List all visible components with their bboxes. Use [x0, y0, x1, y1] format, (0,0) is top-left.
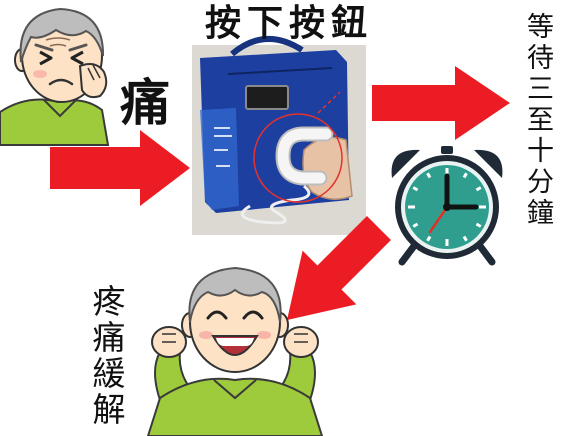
happy-man-left-eye [206, 310, 228, 320]
clock-ticks [408, 168, 486, 246]
pain-man-collar [43, 99, 77, 118]
arrow-down-left-to-relief [287, 216, 391, 320]
pain-man-mouth [48, 78, 74, 86]
device-cable [240, 184, 311, 225]
pain-man-left-eye [39, 50, 53, 66]
bag-zipper [227, 67, 333, 75]
pain-man-left-brow [34, 43, 54, 52]
pain-man-cheek [33, 70, 47, 78]
step-title-press-button: 按下按鈕 [205, 3, 374, 44]
bag-side-panel [200, 108, 239, 210]
pain-man-shirt [0, 98, 110, 146]
happy-man-right-eye [242, 310, 264, 320]
pain-label: 痛 [120, 74, 170, 132]
clock-top-knob [441, 146, 453, 154]
wait-duration-text: 等待三至十分鐘 [522, 12, 553, 229]
pain-pump-button-device-icon [192, 36, 366, 235]
clock-center-pin [443, 203, 451, 211]
happy-man-fist-lines [162, 333, 308, 343]
clock-left-leg [398, 242, 418, 266]
alarm-clock-icon [391, 146, 503, 266]
device-display-screen [245, 85, 289, 110]
bag-handle [230, 36, 304, 57]
happy-man-hair [188, 266, 282, 323]
arrow-right-to-device [50, 130, 190, 206]
happy-man-teeth [216, 338, 254, 346]
happy-man-collar [213, 379, 257, 400]
clock-right-leg [476, 242, 496, 266]
arrow-right-to-wait [372, 66, 510, 140]
annotation-circle [253, 113, 343, 203]
pain-man-right-eye [70, 50, 84, 66]
pain-man-hand-on-cheek [78, 63, 108, 99]
pain-man-forehead-wrinkles [45, 37, 71, 47]
pain-relief-text: 疼痛緩解 [87, 284, 126, 428]
happy-man-left-cheek [199, 331, 213, 339]
elderly-man-in-pain-icon [0, 7, 110, 146]
happy-elderly-man-icon [146, 266, 324, 436]
bag-print-lines [214, 127, 232, 167]
happy-man-shirt [146, 377, 324, 436]
demand-button-face [277, 128, 332, 184]
pain-man-right-brow [68, 43, 88, 52]
annotation-line [317, 91, 341, 114]
clock-second-hand [428, 205, 449, 234]
pain-man-fingers [87, 64, 101, 81]
pain-man-hair [19, 7, 105, 63]
happy-man-right-cheek [257, 331, 271, 339]
clock-left-bell [391, 149, 420, 178]
clock-right-bell [474, 149, 503, 178]
